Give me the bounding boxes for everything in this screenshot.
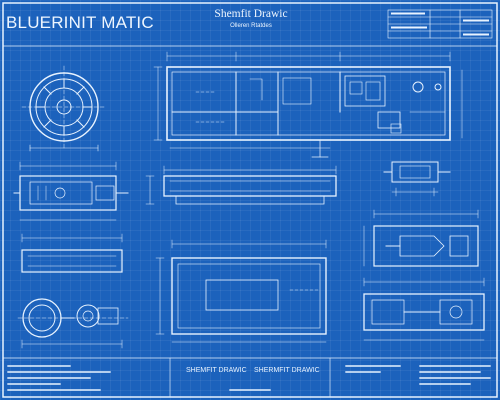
main-title: BLUERINIT MATIC — [6, 13, 154, 32]
flange-detail-icon — [13, 161, 129, 221]
footer-center-block: SHERMFIT DRAWIC — [254, 367, 320, 374]
sheet-subtitle: Olleren Rtatdes — [230, 23, 272, 29]
footer-left-block: SHEMFIT DRAWIC — [186, 367, 247, 374]
cylinder-detail-icon — [363, 277, 485, 341]
wheel-section-icon — [21, 65, 107, 152]
rail-section — [21, 233, 123, 273]
tank-plan-view — [155, 239, 327, 343]
sheet-title: Shemfit Drawic — [214, 8, 288, 20]
revision-table — [387, 9, 493, 39]
round-fitting-icon — [17, 298, 129, 349]
bracket-assembly — [383, 161, 451, 197]
main-plan-view — [153, 51, 463, 158]
nozzle-detail — [363, 209, 479, 267]
beam-section — [145, 165, 337, 205]
footer-notes — [7, 365, 491, 391]
